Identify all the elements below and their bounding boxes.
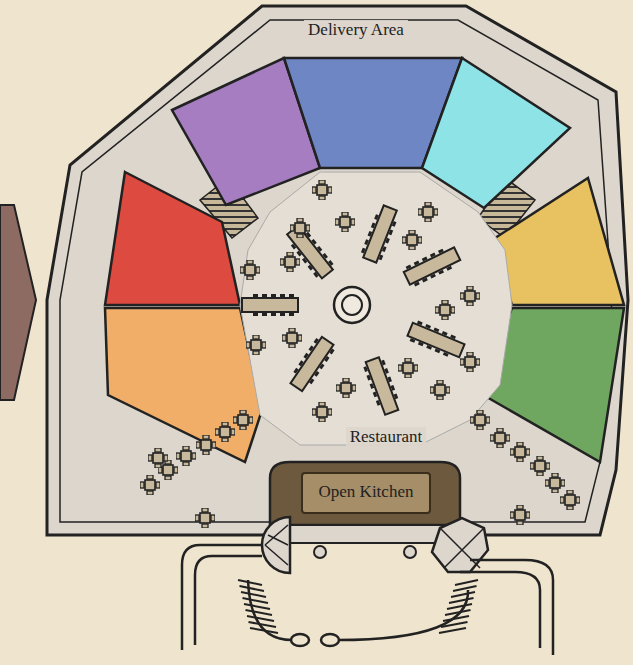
coil-stroke [246, 610, 273, 615]
small-table [398, 358, 418, 378]
coil-stroke [451, 592, 475, 597]
coil-stroke [241, 592, 266, 597]
kitchen-housing [270, 462, 460, 525]
building-outline [47, 6, 628, 535]
small-table [280, 252, 300, 272]
small-table [312, 402, 332, 422]
long-table [359, 204, 400, 264]
node-text: Delivery Area [308, 20, 404, 40]
coil-stroke [249, 622, 277, 627]
coil-stroke [439, 628, 466, 633]
coil-stroke [238, 580, 262, 585]
coil-stroke [443, 616, 469, 621]
long-table [406, 319, 466, 361]
center-column [334, 287, 370, 323]
small-table [510, 505, 530, 525]
long-tables [242, 204, 466, 416]
small-table [195, 508, 215, 528]
small-table [460, 286, 480, 306]
small-table [196, 435, 216, 455]
long-table [242, 294, 298, 316]
small-tables [140, 180, 580, 528]
neighbour-room [0, 205, 36, 400]
machines [262, 517, 488, 573]
kitchen-counter [285, 525, 445, 543]
coil-stroke [455, 580, 478, 585]
coil-stroke [244, 604, 270, 609]
long-table [362, 356, 402, 416]
small-table [460, 352, 480, 372]
small-table [490, 428, 510, 448]
small-table [240, 260, 260, 280]
coil-stroke [449, 598, 474, 603]
kitchen-box: Open Kitchen [301, 472, 431, 514]
small-table [290, 218, 310, 238]
small-table [510, 442, 530, 462]
small-table [530, 456, 550, 476]
area-label: Restaurant [346, 427, 427, 447]
small-table [282, 328, 302, 348]
small-table [215, 422, 235, 442]
small-table [418, 202, 438, 222]
small-table [402, 230, 422, 250]
coil-stroke [243, 598, 269, 603]
small-table [430, 380, 450, 400]
small-table [470, 410, 490, 430]
area-label: Delivery Area [304, 20, 408, 40]
coil-stroke [447, 604, 472, 609]
coil-stroke [247, 616, 274, 621]
small-table [176, 446, 196, 466]
small-table [246, 335, 266, 355]
small-table [233, 410, 253, 430]
small-table [148, 448, 168, 468]
small-table [312, 180, 332, 200]
node-text: Open Kitchen [315, 482, 417, 502]
small-table [140, 475, 160, 495]
pipes [182, 545, 553, 655]
small-table [435, 300, 455, 320]
long-table [402, 244, 462, 288]
small-table [336, 378, 356, 398]
coil-stroke [441, 622, 468, 627]
small-table [560, 490, 580, 510]
coil-stroke [240, 586, 265, 591]
rooms [105, 58, 624, 462]
coil-stroke [453, 586, 477, 591]
coil-stroke [250, 628, 278, 633]
node-text: Restaurant [350, 427, 423, 447]
coils [238, 580, 478, 633]
small-table [335, 212, 355, 232]
dining-floor [240, 172, 512, 445]
small-table [545, 473, 565, 493]
center-column [342, 295, 362, 315]
coil-stroke [445, 610, 471, 615]
